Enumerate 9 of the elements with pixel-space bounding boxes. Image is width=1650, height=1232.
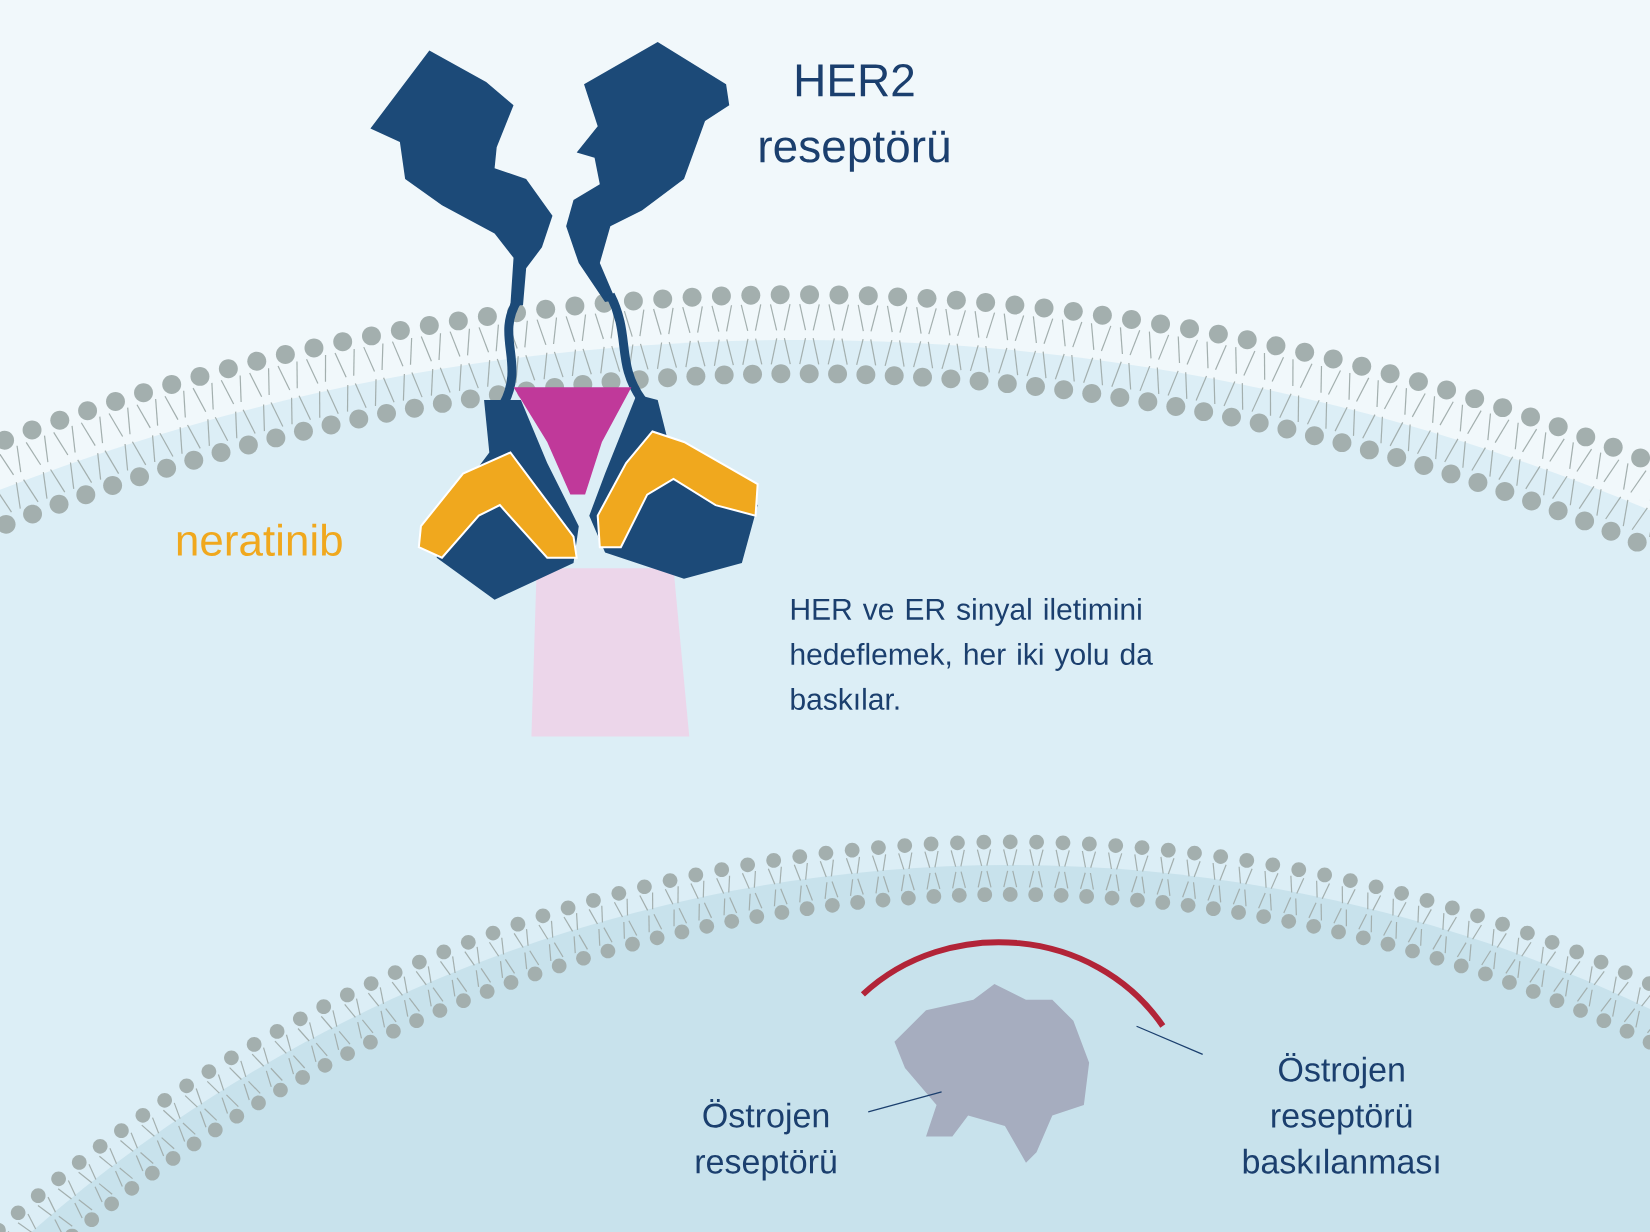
heading-text: HER2 reseptörü bbox=[760, 63, 949, 172]
label-text: Östrojen reseptörü baskılanması bbox=[1243, 1052, 1439, 1174]
drug-label: neratinib bbox=[177, 523, 342, 556]
inhibition-arc-drawing bbox=[861, 939, 1166, 1028]
label-text: Östrojen reseptörü bbox=[696, 1098, 836, 1181]
leader-line bbox=[867, 1091, 943, 1113]
leader-line bbox=[1135, 1025, 1204, 1055]
estrogen-receptor-drawing bbox=[894, 983, 1090, 1163]
description-text: HER ve ER sinyal iletimini hedeflemek, her iki yolu da baskılar. bbox=[791, 597, 1153, 710]
